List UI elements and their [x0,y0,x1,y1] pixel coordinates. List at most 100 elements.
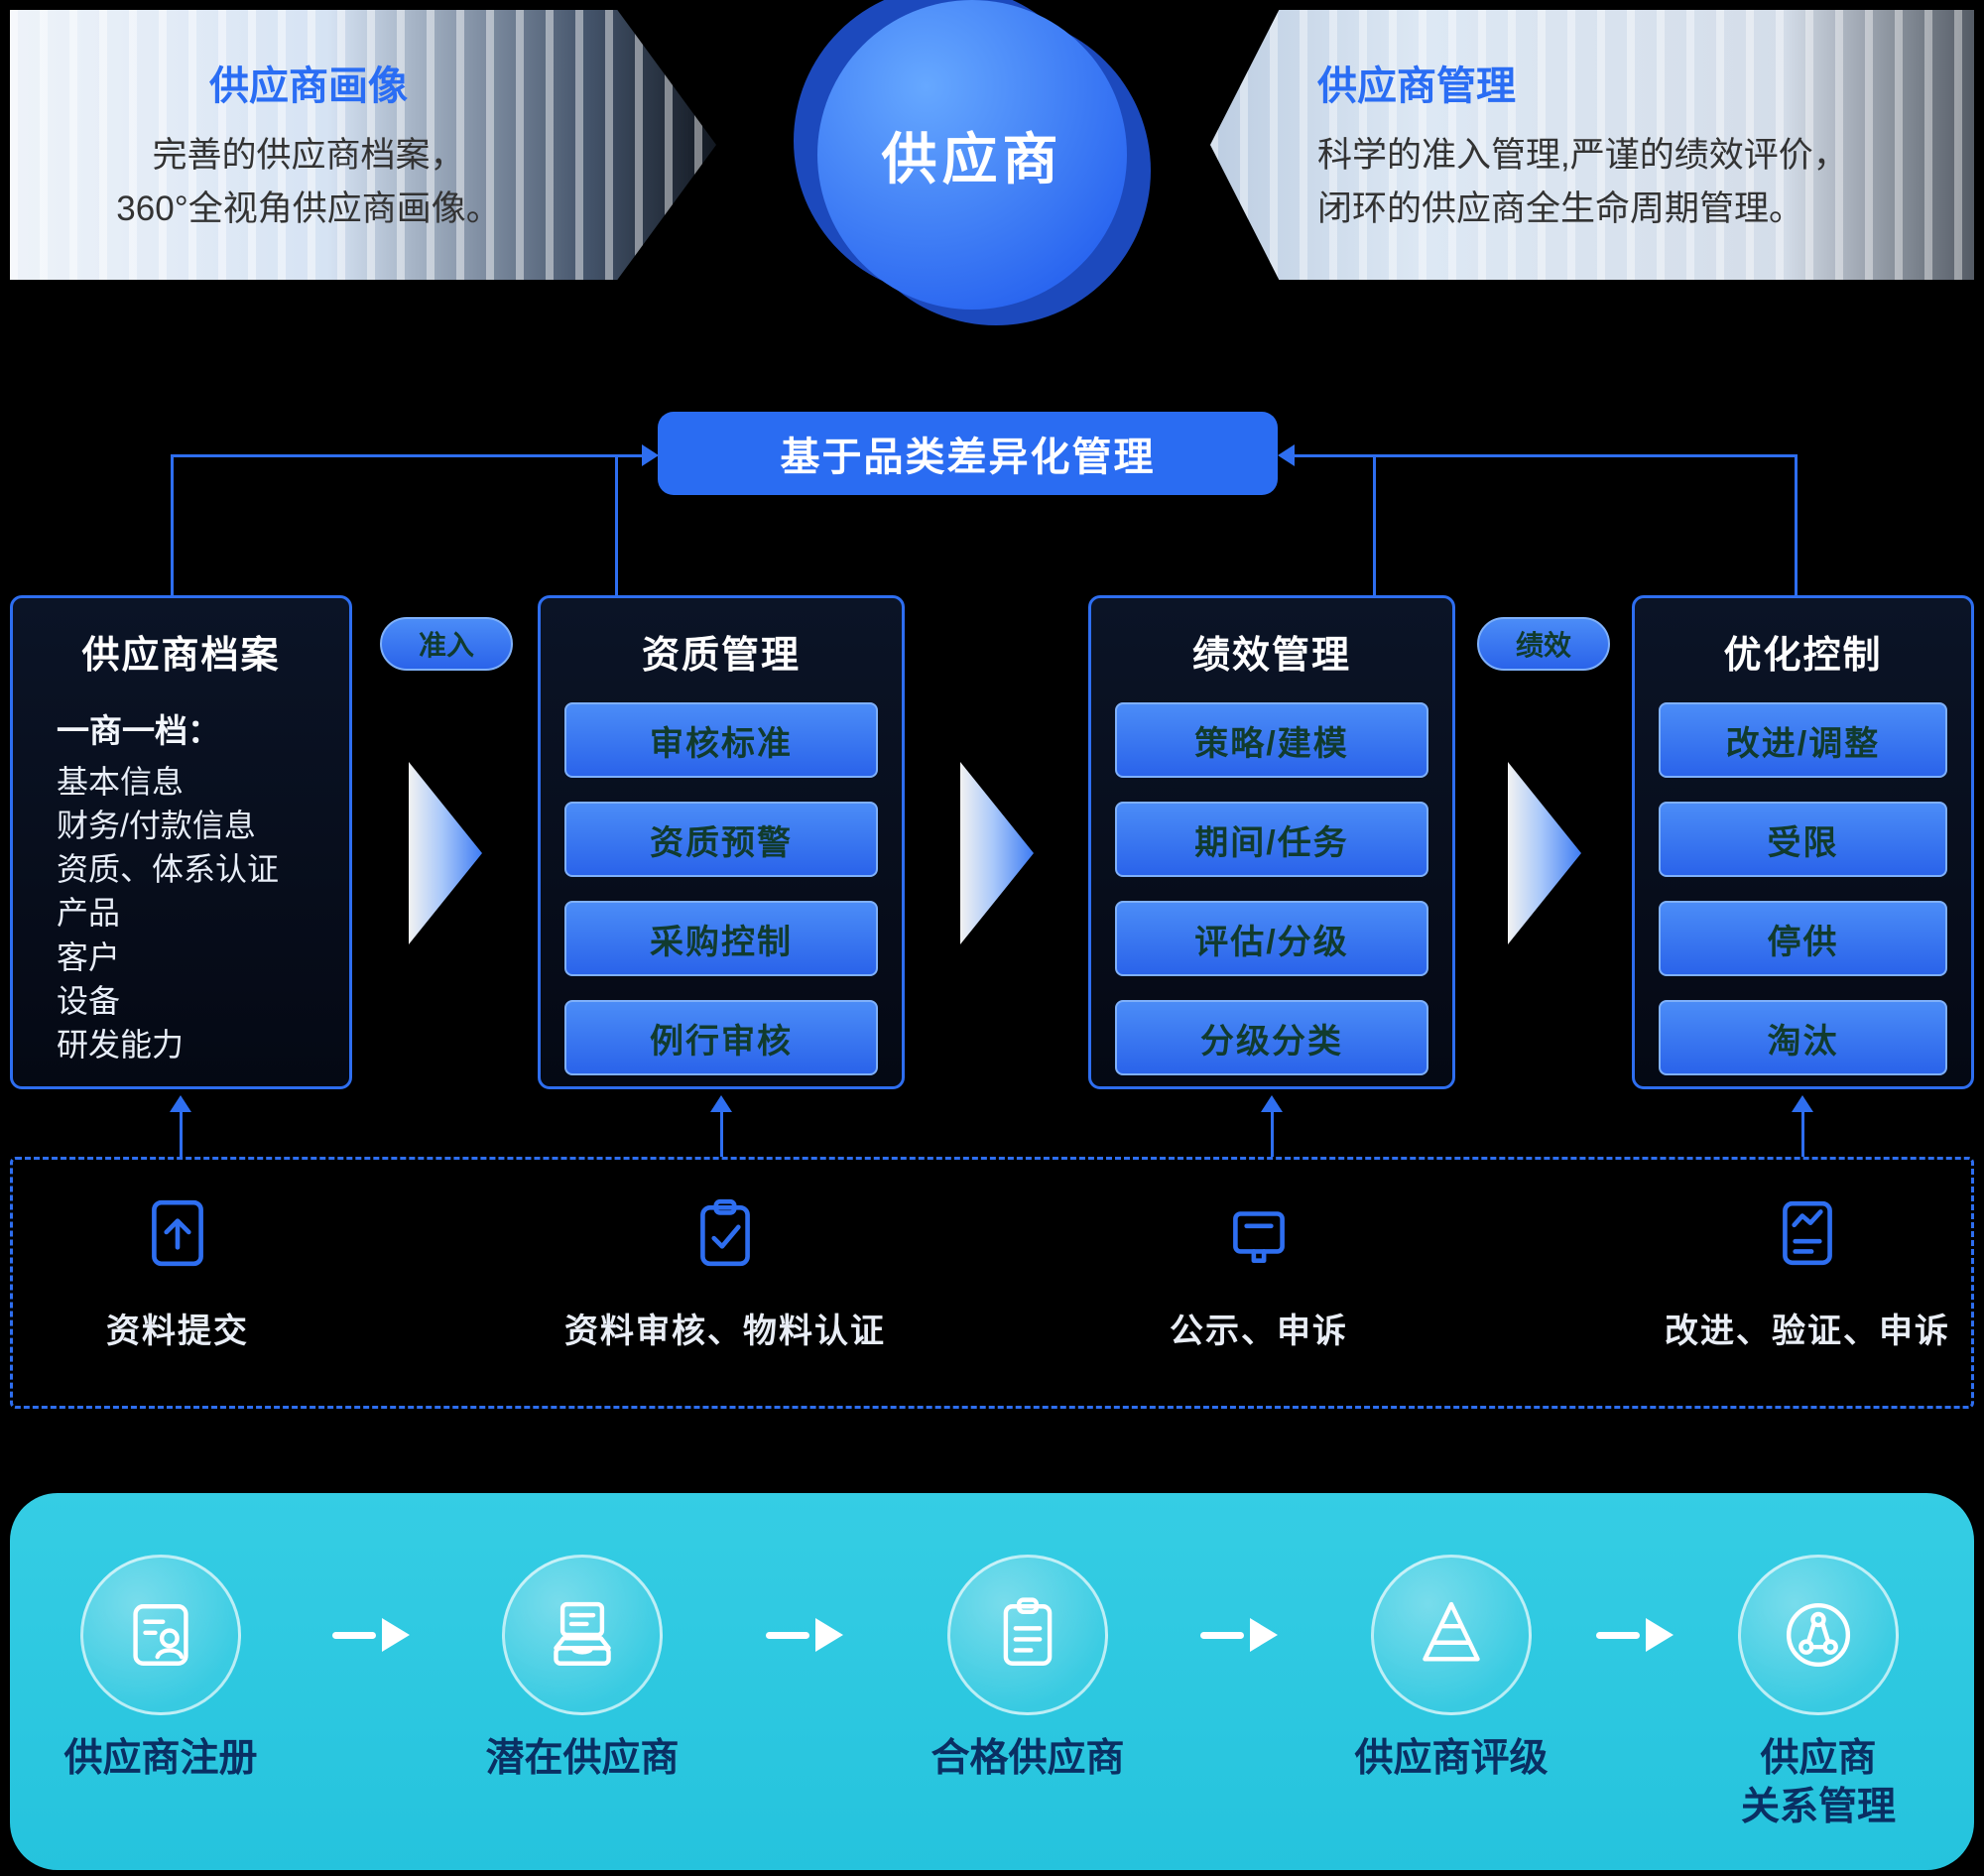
performance-item: 评估/分级 [1115,901,1428,976]
performance-item: 期间/任务 [1115,802,1428,877]
archive-item: 客户 [57,938,121,975]
up-arrowhead-icon [1261,1095,1283,1112]
lifecycle-step-relationship: 供应商 关系管理 [1670,1555,1967,1832]
up-arrowhead-icon [170,1095,191,1112]
qualification-title: 资质管理 [641,635,801,677]
lifecycle-step-rating: 供应商评级 [1302,1555,1600,1784]
supplier-archive-card: 供应商档案 一商一档： 基本信息 财务/付款信息 资质、体系认证 产品 客户 设… [10,595,352,1089]
qualification-management-card: 资质管理 审核标准 资质预警 采购控制 例行审核 [538,595,905,1089]
qualification-item: 采购控制 [564,901,878,976]
lifecycle-step-qualified: 合格供应商 [879,1555,1177,1784]
performance-title: 绩效管理 [1191,635,1351,677]
lifecycle-circle [1738,1555,1899,1715]
connector-line-performance-up [1373,454,1376,595]
improvement-report-icon [1783,1200,1832,1266]
performance-management-card: 绩效管理 策略/建模 期间/任务 评估/分级 分级分类 [1088,595,1455,1089]
edge-label-admission-text: 准入 [418,630,474,661]
process-step-submit: 资料提交 [0,1194,406,1352]
up-arrow-line [180,1111,183,1157]
supplier-management-banner: 供应商管理 科学的准入管理,严谨的绩效评价， 闭环的供应商全生命周期管理。 [1210,10,1974,280]
archive-item: 基本信息 [57,764,185,800]
connector-line-archive-up [171,454,174,595]
connector-line-left-horizontal [171,454,644,457]
right-banner-title: 供应商管理 [1317,63,1516,108]
archive-item: 财务/付款信息 [57,808,256,844]
right-banner-line2: 闭环的供应商全生命周期管理。 [1317,189,1804,228]
left-banner-title: 供应商画像 [209,63,408,108]
flow-arrow-icon [1508,762,1581,944]
supplier-lifecycle-panel: 供应商注册 潜在供应商 [10,1493,1974,1870]
lifecycle-step-label-line2: 关系管理 [1740,1785,1896,1828]
lifecycle-step-label: 供应商评级 [1354,1737,1549,1780]
up-arrow-line [1271,1111,1274,1157]
archive-title: 供应商档案 [81,635,281,677]
process-step-label: 公示、申诉 [1170,1313,1348,1350]
up-arrowhead-icon [1792,1095,1813,1112]
supplier-relationship-icon [1786,1602,1851,1668]
supplier-profile-banner: 供应商画像 完善的供应商档案， 360°全视角供应商画像。 [10,10,716,280]
supplier-circle-label: 供应商 [881,127,1063,190]
lifecycle-arrow-icon [1200,1618,1278,1652]
upload-document-icon [152,1199,203,1267]
left-banner-line2: 360°全视角供应商画像。 [116,189,501,228]
potential-supplier-icon [554,1601,611,1666]
optimization-item: 改进/调整 [1659,702,1947,778]
flow-arrow-icon [409,762,482,944]
up-arrow-line [1801,1111,1804,1157]
edge-label-admission: 准入 [380,617,513,671]
category-banner-label: 基于品类差异化管理 [780,436,1156,479]
connector-arrowhead-left-icon [642,444,659,466]
edge-label-performance-text: 绩效 [1515,630,1571,661]
connector-line-qualification-up [615,454,618,595]
lifecycle-step-label: 潜在供应商 [485,1737,680,1780]
optimization-item: 淘汰 [1659,1000,1947,1075]
lifecycle-circle [947,1555,1108,1715]
category-differentiation-banner: 基于品类差异化管理 [658,412,1278,495]
connector-arrowhead-right-icon [1278,444,1295,466]
archive-body: 一商一档： 基本信息 财务/付款信息 资质、体系认证 产品 客户 设备 研发能力 [13,679,349,1066]
lifecycle-circle [1371,1555,1532,1715]
up-arrow-line [720,1111,723,1157]
lifecycle-arrow-icon [766,1618,843,1652]
archive-item: 设备 [57,982,121,1019]
optimization-control-card: 优化控制 改进/调整 受限 停供 淘汰 [1632,595,1974,1089]
process-dashed-panel [10,1157,1974,1409]
qualification-item: 审核标准 [564,702,878,778]
lifecycle-arrow-icon [332,1618,410,1652]
flow-arrow-icon [960,762,1034,944]
archive-intro: 一商一档： [57,712,220,749]
lifecycle-step-register: 供应商注册 [12,1555,310,1784]
supplier-rating-icon [1423,1601,1480,1662]
process-step-publicity: 公示、申诉 [1031,1194,1487,1352]
announcement-board-icon [1233,1211,1285,1264]
performance-item: 策略/建模 [1115,702,1428,778]
optimization-title: 优化控制 [1723,635,1883,677]
left-banner-line1: 完善的供应商档案， [152,135,465,175]
qualified-supplier-icon [1003,1597,1053,1666]
process-step-review: 资料审核、物料认证 [497,1194,953,1352]
right-banner-line1: 科学的准入管理,严谨的绩效评价， [1317,135,1848,175]
connector-line-right-horizontal [1294,454,1798,457]
supplier-register-icon [133,1604,188,1666]
up-arrowhead-icon [710,1095,732,1112]
edge-label-performance: 绩效 [1477,617,1610,671]
lifecycle-step-label-line1: 供应商 [1760,1737,1877,1780]
lifecycle-step-potential: 潜在供应商 [434,1555,731,1784]
supplier-center-circle: 供应商 [817,0,1127,310]
qualification-item: 例行审核 [564,1000,878,1075]
lifecycle-arrow-icon [1596,1618,1674,1652]
optimization-item: 受限 [1659,802,1947,877]
process-step-label: 资料提交 [106,1313,249,1350]
archive-item: 资质、体系认证 [57,851,280,888]
performance-item: 分级分类 [1115,1000,1428,1075]
lifecycle-step-label: 合格供应商 [930,1737,1125,1780]
process-step-label: 改进、验证、申诉 [1665,1313,1950,1350]
lifecycle-step-label: 供应商 关系管理 [1741,1735,1896,1832]
clipboard-check-icon [700,1198,750,1267]
qualification-item: 资质预警 [564,802,878,877]
lifecycle-circle [80,1555,241,1715]
lifecycle-step-label: 供应商注册 [63,1737,258,1780]
optimization-item: 停供 [1659,901,1947,976]
process-step-improve: 改进、验证、申诉 [1579,1194,1984,1352]
